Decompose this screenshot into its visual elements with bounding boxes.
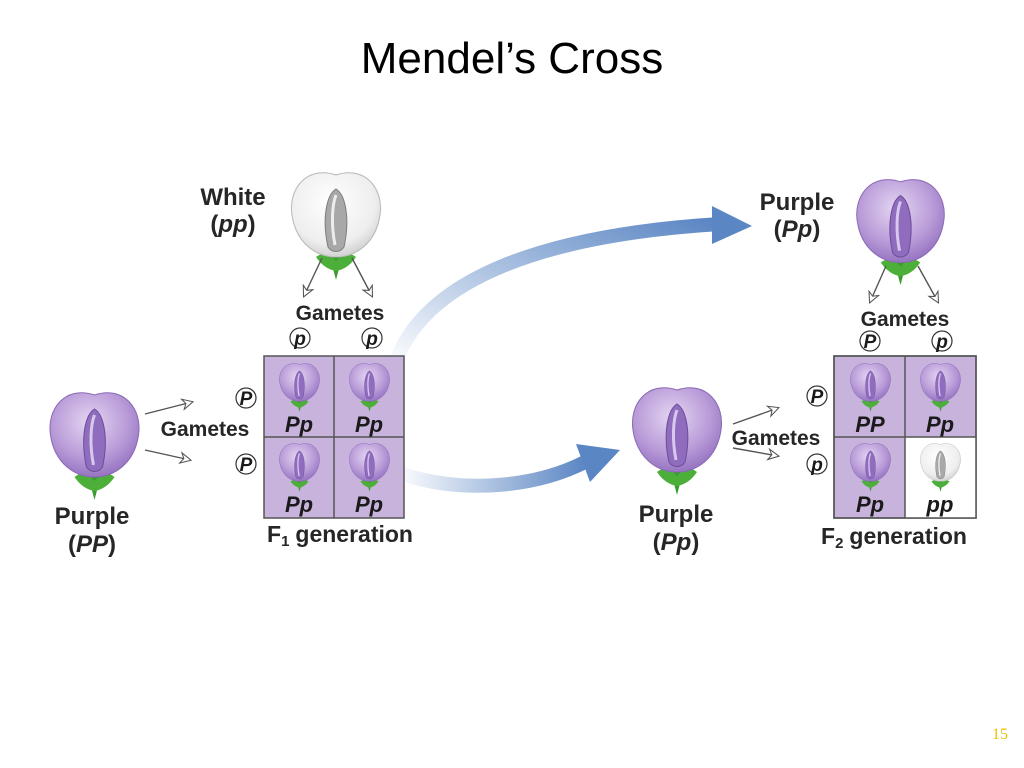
- gamete-arrow-white-right: [351, 257, 372, 296]
- svg-text:P: P: [811, 387, 824, 408]
- svg-text:Pp: Pp: [926, 412, 954, 437]
- svg-text:PP: PP: [855, 412, 885, 437]
- curve-arrow-head-top: [712, 206, 752, 244]
- gamete-arrow-white-left: [304, 257, 323, 296]
- svg-text:Pp: Pp: [355, 492, 383, 517]
- gamete-arrow-purple-down: [144, 449, 190, 460]
- purple-parent-color: Purple: [55, 503, 130, 530]
- f2-side-allele-2: p: [806, 453, 828, 476]
- purple-pp-genotype: (Pp): [774, 216, 821, 243]
- f1-top-allele-1: p: [289, 327, 311, 350]
- f2-punnett-square: PP Pp Pp pp: [833, 355, 977, 519]
- white-parent-genotype: (pp): [210, 211, 255, 238]
- f2-cell-1: PP: [849, 362, 892, 437]
- f1-cell-2: Pp: [348, 362, 391, 437]
- purple-pp-color: Purple: [760, 189, 835, 216]
- purple-pp-flower-icon: [855, 178, 946, 287]
- svg-text:p: p: [365, 329, 378, 350]
- svg-text:Pp: Pp: [285, 412, 313, 437]
- svg-text:p: p: [935, 332, 948, 353]
- svg-text:Pp: Pp: [856, 492, 884, 517]
- f1-cell-4: Pp: [348, 442, 391, 517]
- f2-cell-3: Pp: [849, 442, 892, 517]
- f1-purple-flower-icon: [630, 386, 724, 497]
- f1-plant-color: Purple: [639, 501, 714, 528]
- svg-text:Pp: Pp: [285, 492, 313, 517]
- f1-gametes-top-label: Gametes: [296, 302, 385, 325]
- gamete-arrow-purple-up: [144, 402, 192, 415]
- f2-gametes-top-label: Gametes: [861, 308, 950, 331]
- curve-arrow-head-f1: [576, 444, 620, 482]
- f1-cell-3: Pp: [278, 442, 321, 517]
- svg-text:P: P: [240, 389, 253, 410]
- f1-side-allele-2: P: [235, 453, 257, 476]
- f2-top-allele-1: P: [859, 330, 881, 353]
- svg-text:p: p: [810, 455, 823, 476]
- gamete-arrow-pp-left: [870, 265, 887, 302]
- purple-flower-icon: [48, 391, 141, 502]
- f2-cell-2: Pp: [919, 362, 962, 437]
- purple-parent-genotype: (PP): [68, 531, 116, 558]
- f2-top-allele-2: p: [931, 330, 953, 353]
- f1-plant-genotype: (Pp): [653, 529, 700, 556]
- svg-text:pp: pp: [926, 492, 954, 517]
- f1-side-allele-1: P: [235, 387, 257, 410]
- svg-text:p: p: [293, 329, 306, 350]
- f1-cell-1: Pp: [278, 362, 321, 437]
- f1-punnett-square: Pp Pp Pp Pp: [263, 355, 405, 519]
- white-flower-icon: [289, 171, 383, 282]
- slide-title: Mendel’s Cross: [360, 34, 664, 83]
- gamete-arrow-f1-up: [732, 408, 778, 425]
- f2-gametes-side-label: Gametes: [732, 427, 821, 450]
- white-parent-color: White: [200, 184, 265, 211]
- f1-top-allele-2: p: [361, 327, 383, 350]
- svg-text:Pp: Pp: [355, 412, 383, 437]
- f2-cell-4: pp: [919, 442, 962, 517]
- f1-gametes-side-label: Gametes: [161, 418, 250, 441]
- svg-text:P: P: [240, 455, 253, 476]
- f2-side-allele-1: P: [806, 385, 828, 408]
- slide-number: 15: [992, 726, 1008, 743]
- svg-text:P: P: [864, 332, 877, 353]
- curve-arrow-to-f1-plant: [398, 455, 592, 493]
- gamete-arrow-pp-right: [917, 265, 938, 302]
- gamete-arrow-f1-down: [732, 447, 778, 456]
- curve-arrow-to-purple-top: [391, 217, 727, 363]
